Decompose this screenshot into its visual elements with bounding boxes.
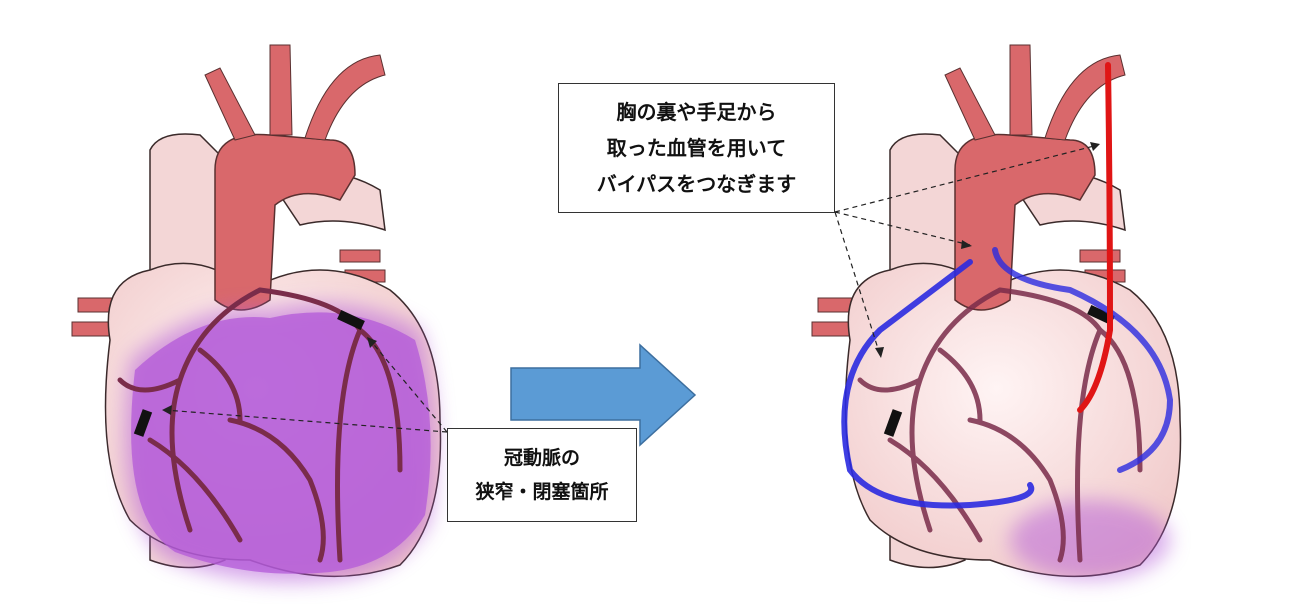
callout-line: 胸の裏や手足から: [616, 100, 777, 124]
bypass-callout-leaders: [834, 144, 1099, 356]
vein-graft-left: [841, 259, 1035, 509]
arterial-graft: [1077, 62, 1114, 413]
callout-line: 狭窄・閉塞箇所: [475, 481, 609, 503]
bypass-callout: 胸の裏や手足から 取った血管を用いて バイパスをつなぎます: [558, 83, 835, 213]
heart-after: [811, 44, 1182, 580]
stenosis-mark: [883, 409, 903, 437]
stenosis-mark: [133, 409, 153, 437]
callout-line: 冠動脈の: [503, 447, 580, 469]
vein-graft-right: [992, 247, 1174, 473]
callout-leaders: [164, 339, 448, 433]
residual-ischemia: [1010, 500, 1170, 580]
stenosis-callout: 冠動脈の 狭窄・閉塞箇所: [447, 428, 637, 522]
callout-line: バイパスをつなぎます: [596, 172, 797, 196]
stenosis-mark: [337, 309, 365, 331]
grafts: [841, 62, 1174, 509]
transition-arrow: [510, 343, 697, 447]
heart-before: [71, 44, 448, 583]
callout-line: 取った血管を用いて: [606, 136, 787, 160]
